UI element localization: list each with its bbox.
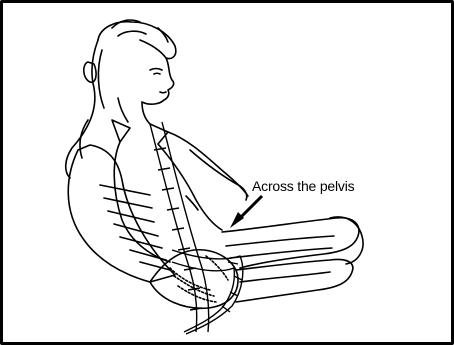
callout-arrow <box>230 196 262 228</box>
pelvis-callout-label: Across the pelvis <box>252 178 354 194</box>
hair <box>66 20 176 178</box>
arm <box>190 150 247 200</box>
shoulder-belt <box>150 122 209 332</box>
seat-back <box>68 145 175 282</box>
feet <box>330 217 363 264</box>
face <box>142 58 174 104</box>
neck-collar <box>112 98 168 144</box>
legs <box>222 218 359 302</box>
ear <box>84 62 96 82</box>
